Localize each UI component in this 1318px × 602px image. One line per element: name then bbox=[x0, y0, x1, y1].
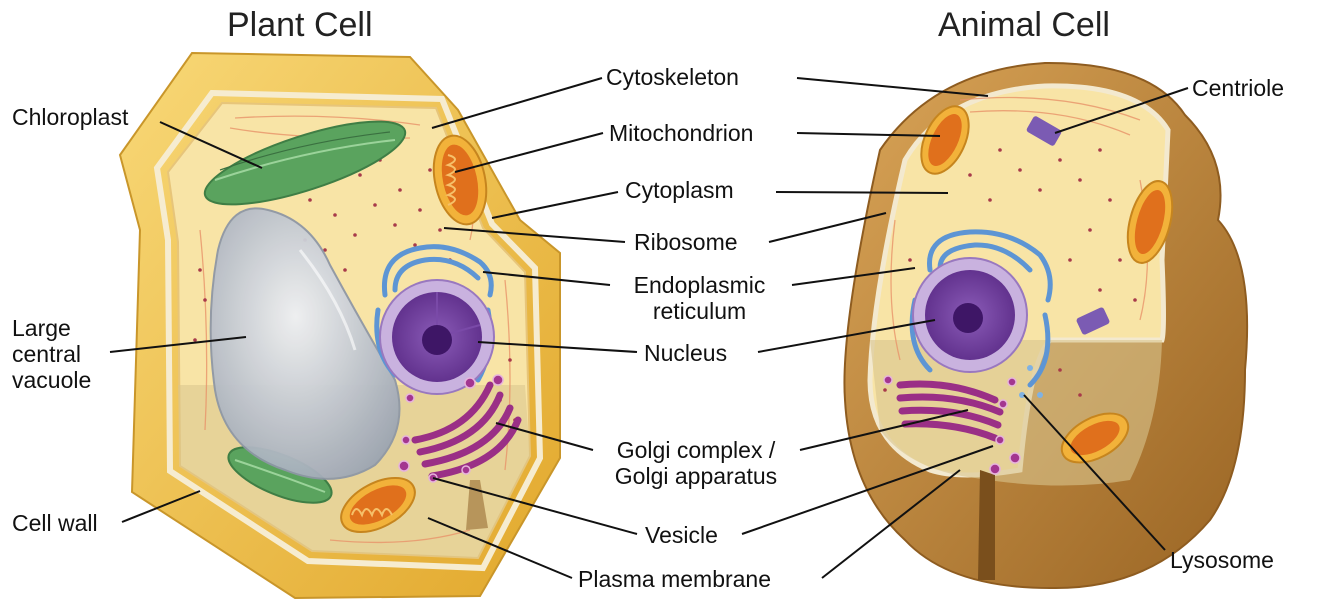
leader-cytoplasm-animal bbox=[776, 192, 948, 193]
label-plasma-membrane: Plasma membrane bbox=[578, 566, 771, 592]
label-golgi-line1: Golgi complex / bbox=[596, 437, 796, 463]
animal-cell-title: Animal Cell bbox=[938, 6, 1110, 45]
label-vacuole-line3: vacuole bbox=[12, 367, 91, 393]
animal-nucleus bbox=[913, 258, 1027, 372]
label-ribosome: Ribosome bbox=[634, 229, 738, 255]
plant-cell-title: Plant Cell bbox=[227, 6, 373, 45]
leader-cytoskeleton-plant bbox=[432, 78, 602, 128]
label-vacuole-line2: central bbox=[12, 341, 91, 367]
label-chloroplast: Chloroplast bbox=[12, 104, 128, 130]
label-golgi: Golgi complex / Golgi apparatus bbox=[596, 437, 796, 489]
label-vesicle: Vesicle bbox=[645, 522, 718, 548]
label-nucleus: Nucleus bbox=[644, 340, 727, 366]
label-lysosome: Lysosome bbox=[1170, 547, 1274, 573]
label-cytoplasm: Cytoplasm bbox=[625, 177, 734, 203]
label-mitochondrion: Mitochondrion bbox=[609, 120, 753, 146]
plant-nucleus bbox=[380, 280, 494, 394]
label-cytoskeleton: Cytoskeleton bbox=[606, 64, 739, 90]
label-endoplasmic-reticulum: Endoplasmic reticulum bbox=[612, 272, 787, 324]
label-centriole: Centriole bbox=[1192, 75, 1284, 101]
label-cell-wall: Cell wall bbox=[12, 510, 98, 536]
label-golgi-line2: Golgi apparatus bbox=[596, 463, 796, 489]
label-large-central-vacuole: Large central vacuole bbox=[12, 315, 91, 393]
label-er-line2: reticulum bbox=[612, 298, 787, 324]
label-vacuole-line1: Large bbox=[12, 315, 91, 341]
animal-cut-notch bbox=[978, 470, 995, 580]
label-er-line1: Endoplasmic bbox=[612, 272, 787, 298]
